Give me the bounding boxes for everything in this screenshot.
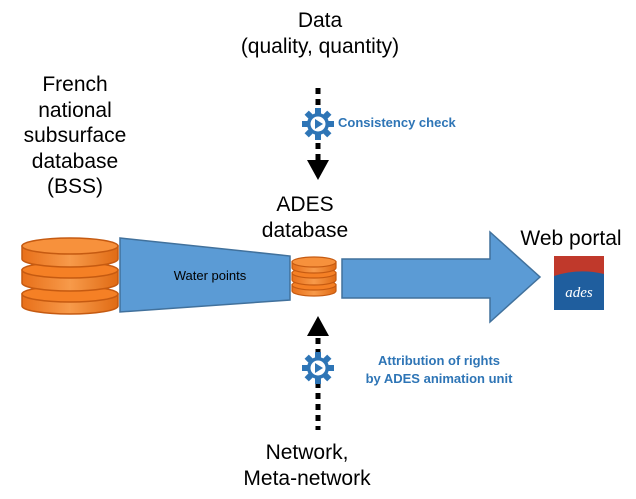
water-points-funnel: [119, 237, 291, 313]
data-label: Data (quality, quantity): [240, 9, 400, 58]
ades-database-label: ADES database: [261, 193, 349, 242]
bss-database-icon: [21, 237, 119, 315]
up-arrowhead: [307, 316, 329, 336]
gear-play-icon: [302, 352, 334, 384]
consistency-check-label: Consistency check: [338, 115, 456, 130]
ades-database-icon: [291, 256, 337, 297]
bss-label: French national subsurface database (BSS…: [23, 73, 127, 199]
gear-play-icon: [302, 108, 334, 140]
water-points-label: Water points: [174, 268, 247, 283]
network-label: Network, Meta-network: [243, 441, 371, 490]
web-portal-label: Web portal: [520, 227, 622, 250]
portal-arrow: [341, 230, 542, 324]
ades-logo: ades: [554, 256, 604, 310]
ades-logo-text: ades: [565, 285, 593, 301]
down-arrowhead: [307, 160, 329, 180]
rights-attribution-label: Attribution of rights by ADES animation …: [365, 353, 513, 386]
